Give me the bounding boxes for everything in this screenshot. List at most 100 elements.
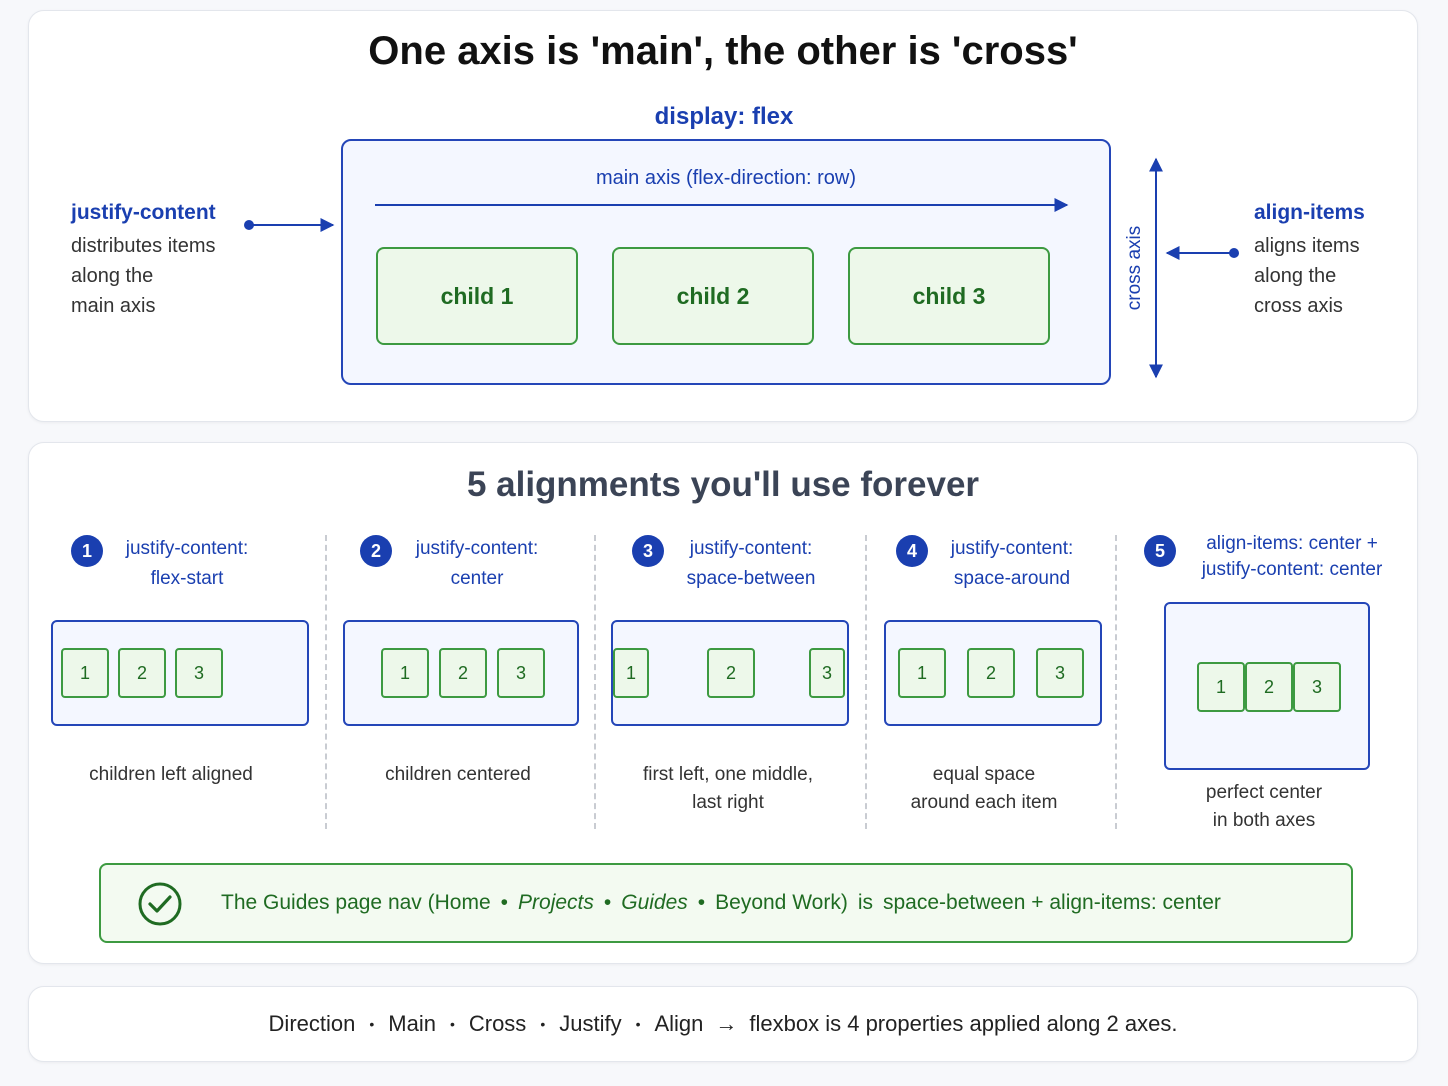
justify-note: justify-content distributes items along … [71, 201, 261, 321]
footer-dot: • [449, 1016, 455, 1032]
demo-item: 1 [61, 648, 109, 698]
alignments-title: 5 alignments you'll use forever [466, 465, 980, 504]
callout-guides: Guides [621, 891, 688, 914]
demo-item: 1 [898, 648, 946, 698]
align-pointer-dot [1229, 248, 1239, 258]
alignment-2-label: justify-content: center [401, 534, 553, 594]
align-note-line: along the [1254, 265, 1337, 287]
caption-line: children centered [385, 764, 531, 785]
check-circle-icon [138, 882, 182, 926]
child-1: child 1 [376, 247, 578, 345]
alignment-1-caption: children left aligned [51, 761, 291, 789]
alignment-4-caption: equal space around each item [889, 761, 1079, 817]
alignment-1-label: justify-content: flex-start [113, 534, 261, 594]
demo-item: 3 [1036, 648, 1084, 698]
column-divider [594, 535, 596, 829]
footer-word: Main [388, 1011, 436, 1036]
label-line: space-around [953, 568, 1071, 589]
demo-item: 2 [707, 648, 755, 698]
demo-item: 2 [1245, 662, 1293, 712]
step-number-5: 5 [1144, 535, 1176, 567]
justify-note-line: distributes items [71, 235, 216, 257]
container-label: display: flex [654, 103, 794, 130]
alignment-2-caption: children centered [343, 761, 573, 789]
demo-item: 3 [809, 648, 845, 698]
label-line: space-between [686, 568, 816, 589]
callout-rule: space-between + align-items: center [882, 891, 1221, 914]
label-line: justify-content: [125, 538, 249, 559]
caption-line: last right [692, 792, 764, 813]
axis-arrows [244, 157, 1239, 379]
caption-line: perfect center [1205, 782, 1323, 803]
cross-axis-label: cross axis [1124, 225, 1145, 311]
demo-item: 2 [967, 648, 1015, 698]
label-line: align-items: center + [1206, 533, 1378, 554]
label-line: justify-content: center [1201, 559, 1383, 580]
footer-dot: • [540, 1016, 546, 1032]
demo-item: 1 [381, 648, 429, 698]
footer-word: Align [654, 1011, 704, 1036]
step-number-4: 4 [896, 535, 928, 567]
callout-projects: Projects [518, 891, 594, 914]
align-note-line: cross axis [1254, 295, 1343, 317]
demo-item: 1 [1197, 662, 1245, 712]
footer-dot: • [635, 1016, 641, 1032]
caption-line: around each item [910, 792, 1058, 813]
label-line: justify-content: [415, 538, 539, 559]
demo-item: 2 [118, 648, 166, 698]
justify-pointer-dot [244, 220, 254, 230]
align-note-line: aligns items [1254, 235, 1360, 257]
caption-line: equal space [932, 764, 1036, 785]
label-line: center [450, 568, 504, 589]
footer-summary: flexbox is 4 properties applied along 2 … [749, 1011, 1178, 1036]
label-line: flex-start [150, 568, 224, 589]
demo-item: 1 [613, 648, 649, 698]
demo-item: 3 [175, 648, 223, 698]
step-number-1: 1 [71, 535, 103, 567]
nav-example-callout: The Guides page nav (Home • Projects • G… [99, 863, 1353, 943]
step-number-3: 3 [632, 535, 664, 567]
callout-separator: • [697, 891, 706, 914]
caption-line: children left aligned [89, 764, 253, 785]
callout-separator: • [500, 891, 509, 914]
alignment-3-label: justify-content: space-between [673, 534, 829, 594]
child-3: child 3 [848, 247, 1050, 345]
alignment-4-label: justify-content: space-around [937, 534, 1087, 594]
alignments-card: 5 alignments you'll use forever 1 justif… [28, 442, 1418, 964]
justify-note-heading: justify-content [71, 201, 216, 224]
column-divider [325, 535, 327, 829]
footer-word: Justify [559, 1011, 622, 1036]
callout-is: is [857, 891, 873, 914]
label-line: justify-content: [689, 538, 813, 559]
callout-separator: • [603, 891, 612, 914]
justify-note-line: main axis [71, 295, 156, 317]
label-line: justify-content: [950, 538, 1074, 559]
callout-beyond: Beyond Work) [715, 891, 848, 914]
caption-line: in both axes [1212, 810, 1316, 831]
main-axis-label: main axis (flex-direction: row) [595, 167, 857, 189]
callout-prefix: The Guides page nav (Home [221, 891, 491, 914]
align-note-heading: align-items [1254, 201, 1365, 224]
demo-item: 2 [439, 648, 487, 698]
alignment-3-caption: first left, one middle, last right [619, 761, 837, 817]
column-divider [865, 535, 867, 829]
column-divider [1115, 535, 1117, 829]
footer-dot: • [369, 1016, 375, 1032]
footer-arrow: → [715, 1011, 738, 1036]
alignment-5-label: align-items: center + justify-content: c… [1181, 531, 1403, 583]
demo-item: 3 [497, 648, 545, 698]
caption-line: first left, one middle, [642, 764, 814, 785]
demo-item: 3 [1293, 662, 1341, 712]
footer-text: Direction • Main • Cross • Justify • Ali… [29, 987, 1417, 1061]
child-2: child 2 [612, 247, 814, 345]
footer-word: Cross [468, 1011, 527, 1036]
alignment-5-caption: perfect center in both axes [1164, 779, 1364, 835]
align-note: align-items aligns items along the cross… [1254, 201, 1404, 321]
footer-word: Direction [268, 1011, 356, 1036]
callout-text: The Guides page nav (Home • Projects • G… [221, 865, 1221, 941]
summary-footer: Direction • Main • Cross • Justify • Ali… [28, 986, 1418, 1062]
axis-overview-title: One axis is 'main', the other is 'cross' [368, 29, 1078, 73]
axis-overview-card: One axis is 'main', the other is 'cross'… [28, 10, 1418, 422]
justify-note-line: along the [71, 265, 154, 287]
step-number-2: 2 [360, 535, 392, 567]
